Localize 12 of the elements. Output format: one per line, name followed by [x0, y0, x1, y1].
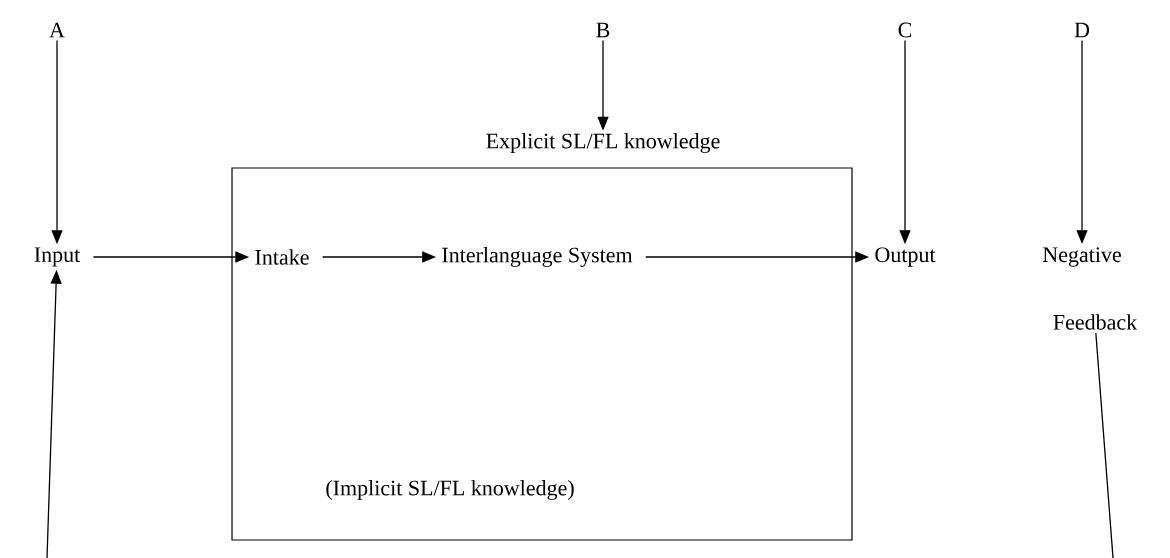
- stage-label: Interlanguage System: [442, 247, 633, 267]
- letter-label: D: [1074, 22, 1090, 38]
- stage-label: Intake: [255, 249, 309, 265]
- stage-label: Negative: [1042, 247, 1121, 267]
- stage-label: Output: [875, 247, 936, 267]
- leader-line: [1095, 332, 1114, 558]
- stage-label: Feedback: [1053, 314, 1138, 330]
- stage-label: Input: [34, 247, 81, 267]
- letter-label: C: [898, 22, 912, 38]
- letter-label: A: [49, 22, 65, 38]
- letter-label: B: [596, 22, 610, 38]
- node-label: Explicit SL/FL knowledge: [486, 133, 720, 154]
